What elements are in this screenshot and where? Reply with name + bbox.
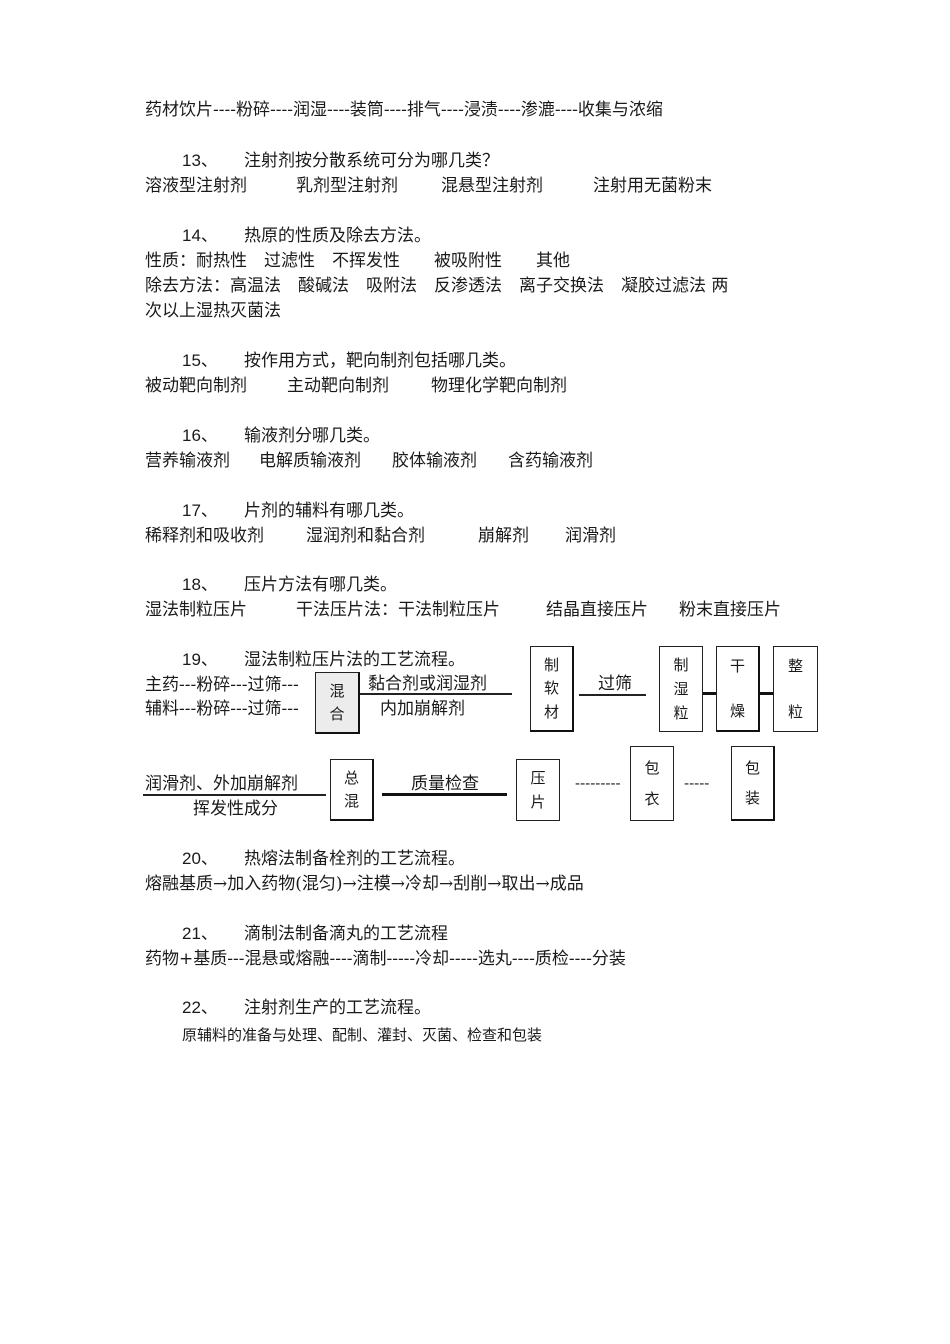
question-text: 压片方法有哪几类。 — [244, 575, 397, 595]
question-number: 16、 — [182, 426, 218, 445]
flow-label-binder: 黏合剂或润湿剂 — [368, 674, 487, 694]
q18-answer-1: 湿法制粒压片 — [145, 600, 247, 620]
question-number: 18、 — [182, 575, 218, 594]
q15-answer-3: 物理化学靶向制剂 — [431, 376, 567, 396]
q16-answer-3: 胶体输液剂 — [392, 451, 477, 471]
question-text: 注射剂生产的工艺流程。 — [244, 998, 431, 1018]
box-char: 粒 — [787, 703, 803, 721]
q21-answer: 药物+基质---混悬或熔融----滴制-----冷却-----选丸----质检-… — [145, 949, 626, 969]
question-text: 输液剂分哪几类。 — [244, 426, 380, 446]
q14-removal-methods-cont: 次以上湿热灭菌法 — [145, 301, 281, 321]
box-char: 材 — [543, 703, 559, 722]
box-char: 混 — [343, 792, 359, 811]
flow-excipient: 辅料---粉碎---过筛--- — [145, 699, 299, 719]
flow-connector — [382, 793, 507, 796]
q15-answer-1: 被动靶向制剂 — [145, 376, 247, 396]
question-number: 20、 — [182, 849, 218, 868]
q16-answer-2: 电解质输液剂 — [259, 451, 361, 471]
flow-box-package: 包 装 — [731, 746, 775, 821]
flow-box-size-granules: 整 粒 — [773, 646, 818, 732]
flow-label-disintegrant: 内加崩解剂 — [380, 699, 465, 719]
question-text: 热熔法制备栓剂的工艺流程。 — [244, 849, 465, 869]
box-char: 装 — [744, 789, 760, 807]
q17-answer-3: 崩解剂 — [478, 526, 529, 546]
flow-connector — [579, 694, 646, 696]
q17-answer-1: 稀释剂和吸收剂 — [145, 526, 264, 546]
question-number: 17、 — [182, 501, 218, 520]
flow-label-sieve: 过筛 — [598, 674, 632, 694]
box-char: 衣 — [644, 789, 660, 808]
box-char: 包 — [644, 759, 660, 778]
box-char: 整 — [787, 657, 803, 675]
flow-connector — [703, 692, 717, 695]
flow-connector — [143, 794, 326, 796]
box-char: 制 — [543, 655, 559, 674]
box-char: 干 — [729, 657, 745, 675]
box-char: 混 — [329, 681, 345, 700]
q13-answer-1: 溶液型注射剂 — [145, 176, 247, 196]
q14-properties: 性质：耐热性 过滤性 不挥发性 被吸附性 其他 — [145, 251, 570, 271]
q16-answer-4: 含药输液剂 — [508, 451, 593, 471]
flow-box-mix: 混 合 — [315, 672, 360, 734]
flow-dash: ----- — [684, 774, 710, 792]
question-text: 湿法制粒压片法的工艺流程。 — [244, 650, 465, 670]
question-number: 19、 — [182, 650, 218, 669]
q13-answer-4: 注射用无菌粉末 — [593, 176, 712, 196]
question-number: 21、 — [182, 924, 218, 943]
q12-answer: 药材饮片----粉碎----润湿----装筒----排气----浸渍----渗漉… — [145, 100, 663, 120]
q18-answer-4: 粉末直接压片 — [679, 600, 781, 620]
q18-answer-3: 结晶直接压片 — [546, 600, 648, 620]
flow-box-soft-material: 制 软 材 — [530, 646, 574, 732]
question-number: 13、 — [182, 151, 218, 170]
question-number: 14、 — [182, 226, 218, 245]
question-text: 滴制法制备滴丸的工艺流程 — [244, 924, 448, 944]
flow-box-wet-granules: 制 湿 粒 — [659, 646, 703, 732]
q14-removal-methods: 除去方法：高温法 酸碱法 吸附法 反渗透法 离子交换法 凝胶过滤法 两 — [145, 276, 729, 296]
q20-answer: 熔融基质→加入药物(混匀)→注模→冷却→刮削→取出→成品 — [145, 874, 584, 894]
flow-connector — [360, 693, 512, 695]
q13-answer-2: 乳剂型注射剂 — [296, 176, 398, 196]
flow-label-lubricant: 润滑剂、外加崩解剂 — [145, 774, 298, 794]
flow-label-quality-check: 质量检查 — [411, 774, 479, 794]
flow-box-total-mix: 总 混 — [330, 759, 374, 821]
question-number: 22、 — [182, 998, 218, 1017]
flow-box-compress: 压 片 — [516, 759, 560, 821]
question-text: 注射剂按分散系统可分为哪几类？ — [244, 151, 499, 171]
flow-main-drug: 主药---粉碎---过筛--- — [145, 675, 299, 695]
q13-answer-3: 混悬型注射剂 — [441, 176, 543, 196]
q22-answer: 原辅料的准备与处理、配制、灌封、灭菌、检查和包装 — [182, 1026, 543, 1044]
question-text: 片剂的辅料有哪几类。 — [244, 501, 414, 521]
box-char: 片 — [530, 793, 546, 811]
box-char: 制 — [673, 656, 689, 674]
box-char: 总 — [343, 768, 359, 787]
q18-answer-2: 干法压片法：干法制粒压片 — [296, 600, 500, 620]
flow-box-coat: 包 衣 — [630, 746, 674, 821]
box-char: 粒 — [673, 704, 689, 722]
question-text: 按作用方式，靶向制剂包括哪几类。 — [244, 351, 516, 371]
q15-answer-2: 主动靶向制剂 — [287, 376, 389, 396]
box-char: 燥 — [729, 702, 745, 720]
flow-label-volatile: 挥发性成分 — [193, 799, 278, 819]
flow-box-dry: 干 燥 — [716, 646, 760, 732]
q17-answer-2: 湿润剂和黏合剂 — [306, 526, 425, 546]
box-char: 合 — [329, 705, 345, 724]
box-char: 湿 — [673, 680, 689, 698]
q16-answer-1: 营养输液剂 — [145, 451, 230, 471]
box-char: 软 — [543, 679, 559, 698]
flow-connector — [760, 692, 774, 695]
box-char: 压 — [530, 769, 546, 787]
question-number: 15、 — [182, 351, 218, 370]
question-text: 热原的性质及除去方法。 — [244, 226, 431, 246]
q17-answer-4: 润滑剂 — [565, 526, 616, 546]
box-char: 包 — [744, 759, 760, 777]
flow-dash: --------- — [575, 774, 621, 792]
